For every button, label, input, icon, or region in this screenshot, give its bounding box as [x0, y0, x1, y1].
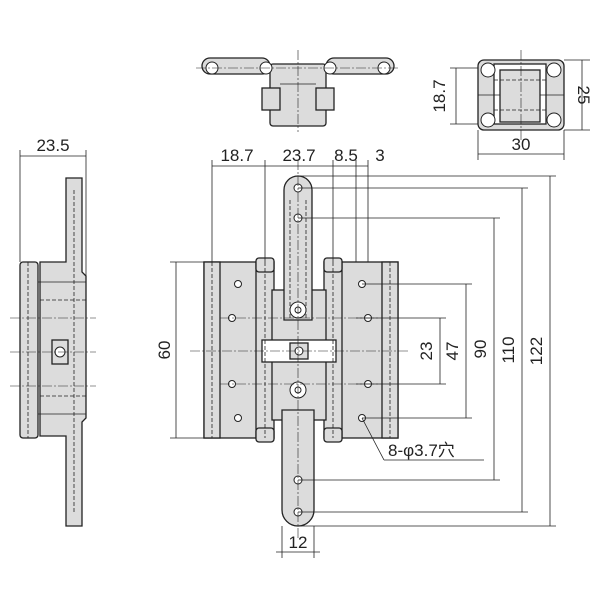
dim-right-47: 47 — [443, 342, 462, 361]
dim-top-8-5: 8.5 — [334, 146, 358, 165]
hole-callout: 8-φ3.7穴 — [388, 441, 455, 460]
dim-top-3: 3 — [375, 146, 384, 165]
dim-end-18-7: 18.7 — [430, 79, 449, 112]
dim-bottom-12: 12 — [289, 533, 308, 552]
side-view: 23.5 — [10, 136, 96, 527]
front-view: 18.7 23.7 8.5 3 60 23 47 90 110 122 8- — [155, 146, 556, 558]
dim-end-25: 25 — [574, 86, 593, 105]
dim-left-60: 60 — [155, 341, 174, 360]
dim-right-122: 122 — [527, 337, 546, 365]
dim-top-23-7: 23.7 — [282, 146, 315, 165]
dim-end-30: 30 — [512, 135, 531, 154]
dim-side-23-5: 23.5 — [36, 136, 69, 155]
top-view — [196, 50, 400, 132]
dim-right-23: 23 — [417, 342, 436, 361]
dim-right-110: 110 — [499, 336, 518, 363]
dim-right-90: 90 — [471, 340, 490, 359]
dim-top-18-7: 18.7 — [220, 146, 253, 165]
end-view: 18.7 25 30 — [430, 50, 593, 160]
